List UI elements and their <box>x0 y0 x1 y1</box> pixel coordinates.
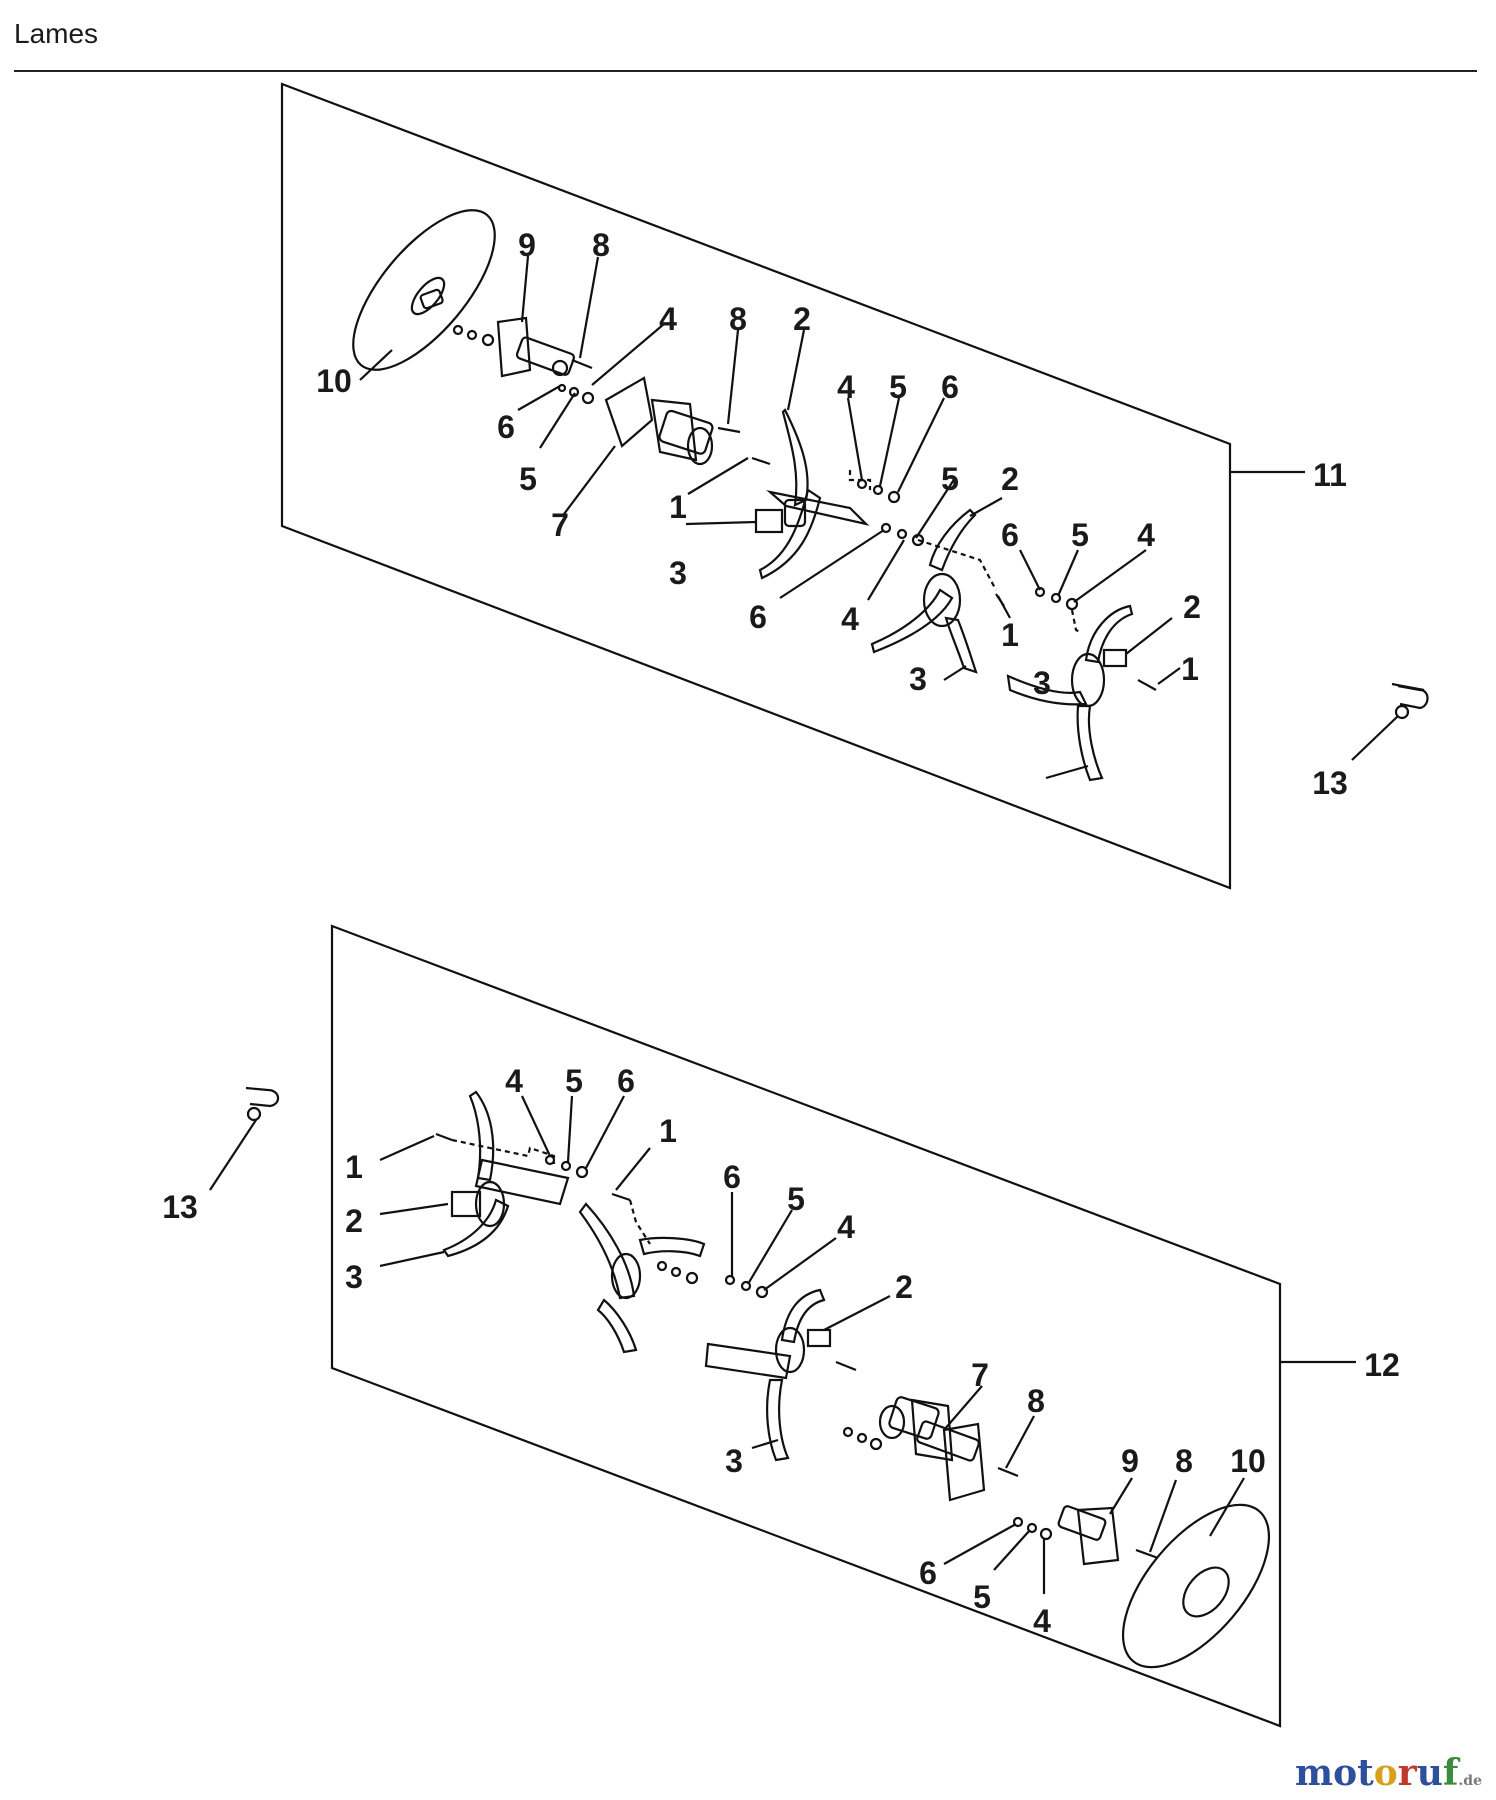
brand-logo-suffix: .de <box>1458 1773 1482 1789</box>
logo-letter: m <box>1295 1752 1334 1794</box>
lower-callout-1: 1 <box>345 1149 363 1185</box>
upper-callout-4: 4 <box>1137 517 1155 553</box>
flange-plate-7 <box>604 376 654 448</box>
lower-callout-6: 6 <box>723 1159 741 1195</box>
upper-callout-6: 6 <box>1001 517 1019 553</box>
upper-callout-3: 3 <box>669 555 687 591</box>
tine-3a <box>758 488 822 580</box>
title-divider <box>14 70 1477 72</box>
lower-callout-1: 1 <box>659 1113 677 1149</box>
lower-callout-5: 5 <box>787 1181 805 1217</box>
upper-callout-6: 6 <box>749 599 767 635</box>
upper-callout-5: 5 <box>941 461 959 497</box>
upper-callout-5: 5 <box>519 461 537 497</box>
flange-plate-7-lower <box>910 1398 954 1462</box>
tine-lower-c <box>780 1288 826 1344</box>
tine-3c <box>1076 704 1104 782</box>
lower-callout-9: 9 <box>1121 1443 1139 1479</box>
upper-callout-1: 1 <box>1181 651 1199 687</box>
page-title: Lames <box>14 18 99 49</box>
upper-callout-1: 1 <box>669 489 687 525</box>
upper-callout-6: 6 <box>941 369 959 405</box>
flange-hub <box>496 316 532 378</box>
upper-callout-13: 13 <box>1312 765 1348 801</box>
logo-letter: r <box>1397 1752 1417 1794</box>
lower-callout-6: 6 <box>617 1063 635 1099</box>
flange-hub-lower <box>1076 1506 1120 1566</box>
lower-callout-6: 6 <box>919 1555 937 1591</box>
lower-callout-12: 12 <box>1364 1347 1400 1383</box>
lower-callout-10: 10 <box>1230 1443 1266 1479</box>
upper-callout-9: 9 <box>518 227 536 263</box>
tine-3b <box>944 616 978 674</box>
upper-callout-2: 2 <box>1001 461 1019 497</box>
upper-callout-8: 8 <box>729 301 747 337</box>
lower-callout-5: 5 <box>973 1579 991 1615</box>
lower-callout-2: 2 <box>895 1269 913 1305</box>
upper-callout-11: 11 <box>1313 457 1347 493</box>
tine-lower-b <box>578 1202 636 1300</box>
logo-letter: t <box>1357 1752 1374 1794</box>
upper-callout-4: 4 <box>841 601 859 637</box>
lower-callout-4: 4 <box>505 1063 523 1099</box>
upper-callout-4: 4 <box>659 301 677 337</box>
upper-callout-1: 1 <box>1001 617 1019 653</box>
lower-callout-4: 4 <box>1033 1603 1051 1639</box>
side-disc <box>352 209 496 371</box>
lynch-pin-lower <box>245 1086 280 1108</box>
upper-callout-5: 5 <box>889 369 907 405</box>
lower-callout-13: 13 <box>162 1189 198 1225</box>
tine-2b <box>928 508 977 572</box>
upper-callout-6: 6 <box>497 409 515 445</box>
upper-assembly-panel <box>280 82 1232 890</box>
logo-letter: o <box>1333 1752 1358 1794</box>
tine-lower-a <box>468 1090 495 1182</box>
lower-assembly-panel <box>330 924 1282 1728</box>
lower-callout-3: 3 <box>345 1259 363 1295</box>
upper-callout-10: 10 <box>316 363 352 399</box>
upper-callout-3: 3 <box>909 661 927 697</box>
upper-callout-2: 2 <box>793 301 811 337</box>
upper-callout-7: 7 <box>551 507 569 543</box>
upper-callout-3: 3 <box>1033 665 1051 701</box>
lower-callout-7: 7 <box>971 1357 989 1393</box>
lower-callout-4: 4 <box>837 1209 855 1245</box>
upper-callout-4: 4 <box>837 369 855 405</box>
logo-letter: u <box>1416 1752 1443 1794</box>
brand-logo: motoruf.de <box>1295 1752 1482 1794</box>
lower-callout-8: 8 <box>1027 1383 1045 1419</box>
upper-callout-5: 5 <box>1071 517 1089 553</box>
lower-callout-8: 8 <box>1175 1443 1193 1479</box>
upper-callout-2: 2 <box>1183 589 1201 625</box>
side-disc-lower <box>1121 1503 1271 1669</box>
tine-2a <box>781 408 809 507</box>
logo-letter: o <box>1373 1752 1398 1794</box>
logo-letter: f <box>1442 1752 1459 1794</box>
upper-callout-8: 8 <box>592 227 610 263</box>
brand-logo-letters: motoruf <box>1295 1752 1458 1794</box>
lower-callout-5: 5 <box>565 1063 583 1099</box>
lower-callout-3: 3 <box>725 1443 743 1479</box>
lower-callout-2: 2 <box>345 1203 363 1239</box>
tine-2c <box>1084 604 1134 664</box>
